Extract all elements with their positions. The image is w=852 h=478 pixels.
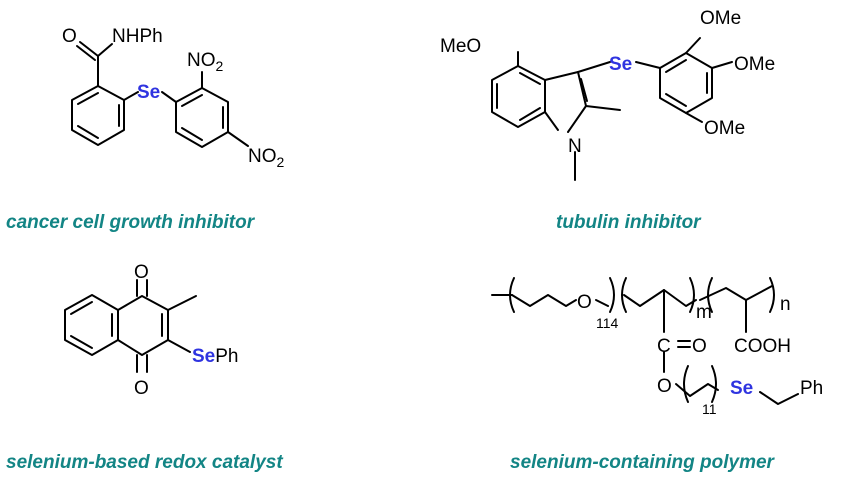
group-methoxy-2: OMe — [734, 54, 775, 75]
atom-selenium: Se — [609, 54, 632, 75]
repeat-count-11: 11 — [702, 401, 717, 417]
group-methoxy-3: OMe — [704, 118, 745, 139]
repeat-count-114: 114 — [596, 315, 619, 331]
caption-tubulin-inhibitor: tubulin inhibitor — [556, 212, 702, 233]
group-carboxylic-acid: COOH — [734, 336, 791, 357]
molecule-tubulin-inhibitor: MeO Se N OMe OMe OMe — [440, 8, 775, 181]
repeat-label-n: n — [780, 294, 791, 315]
atom-oxygen-ester: O — [657, 376, 672, 397]
group-nitro-top: NO2 — [187, 50, 224, 74]
bonds-molecule-4 — [491, 277, 799, 405]
atom-nitrogen: N — [568, 136, 582, 157]
atom-oxygen-carbonyl: O — [692, 336, 707, 357]
group-nitro-bottom: NO2 — [248, 146, 285, 170]
bonds-molecule-1 — [71, 41, 249, 148]
group-phenyl: Ph — [800, 378, 823, 399]
group-methoxy: MeO — [440, 36, 481, 57]
atom-carbon-ester: C — [657, 336, 671, 357]
caption-cancer-inhibitor: cancer cell growth inhibitor — [6, 212, 256, 233]
bonds-molecule-3 — [64, 279, 197, 373]
atom-selenium: Se — [137, 82, 160, 103]
molecule-polymer: O 114 m n C O COOH O 11 Se Ph — [491, 277, 823, 417]
group-selenophenyl: SePh — [192, 346, 239, 367]
group-methoxy-1: OMe — [700, 8, 741, 29]
atom-nhph: NHPh — [112, 26, 163, 47]
atom-o: O — [62, 26, 77, 47]
bonds-molecule-2 — [491, 37, 733, 181]
atom-oxygen-bottom: O — [134, 378, 149, 399]
repeat-label-m: m — [696, 302, 712, 323]
caption-polymer: selenium-containing polymer — [510, 452, 776, 473]
atom-selenium: Se — [730, 378, 753, 399]
molecule-cancer-inhibitor: O NHPh Se NO2 NO2 — [62, 26, 285, 170]
caption-redox-catalyst: selenium-based redox catalyst — [6, 452, 283, 473]
atom-oxygen-top: O — [134, 262, 149, 283]
molecule-redox-catalyst: O O SePh — [64, 262, 239, 399]
atom-oxygen-ether: O — [577, 292, 592, 313]
